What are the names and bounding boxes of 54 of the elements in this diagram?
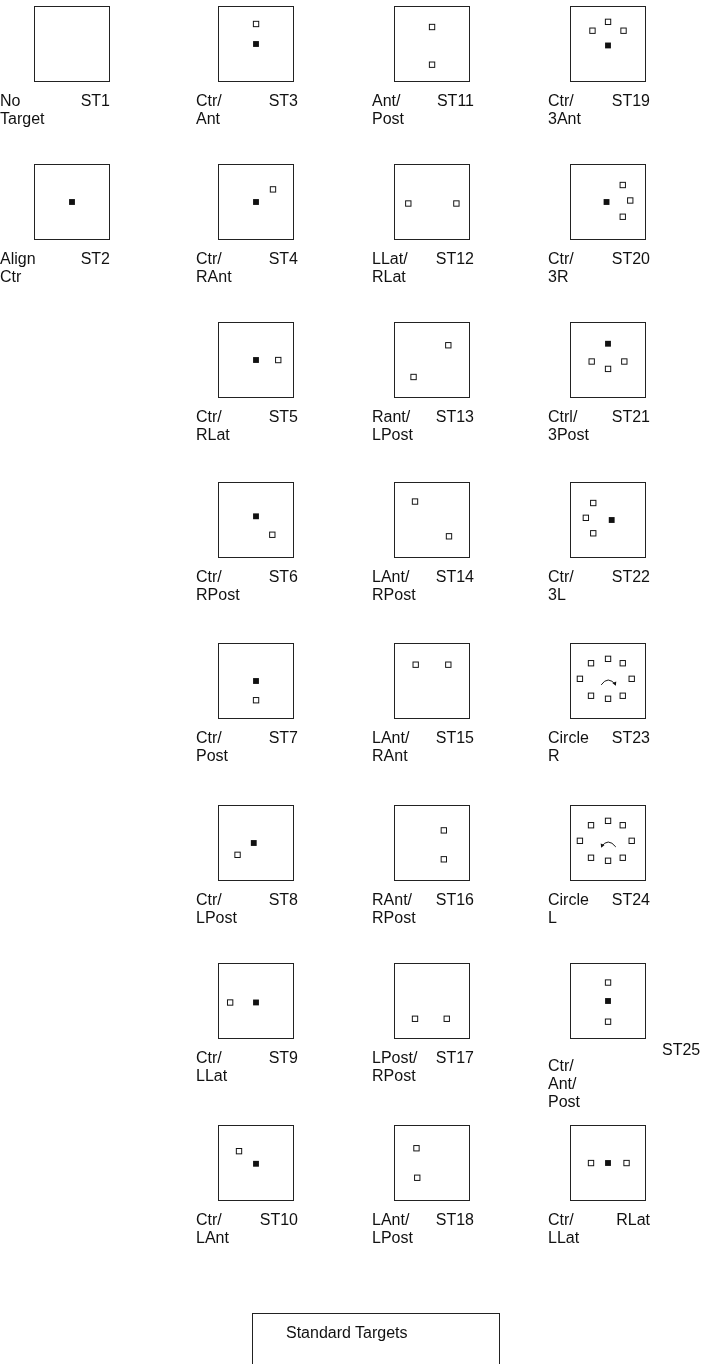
target-code: ST20 [611, 250, 650, 268]
target-code: ST6 [268, 568, 298, 586]
target-code: ST15 [435, 729, 474, 747]
target-code: ST9 [268, 1049, 298, 1067]
target-code: ST10 [259, 1211, 298, 1229]
target-name: Ctr/ LAnt [196, 1211, 229, 1247]
target-name: Ctr/ LPost [196, 891, 237, 927]
target-name: No Target [0, 92, 45, 128]
target-code: ST2 [80, 250, 110, 268]
target-name: Ctr/ 3L [548, 568, 574, 604]
target-code: ST19 [611, 92, 650, 110]
target-code: ST3 [268, 92, 298, 110]
target-name: RAnt/ RPost [372, 891, 416, 927]
target-code: ST14 [435, 568, 474, 586]
target-code: ST12 [435, 250, 474, 268]
target-code: ST23 [611, 729, 650, 747]
target-name: Ctr/ Ant/ Post [548, 1057, 580, 1111]
title-box [252, 1313, 500, 1364]
target-name: Ctr/ 3R [548, 250, 574, 286]
target-name: LPost/ RPost [372, 1049, 418, 1085]
target-code: RLat [616, 1211, 650, 1229]
target-name: Ctr/ 3Ant [548, 92, 581, 128]
target-name: Ant/ Post [372, 92, 404, 128]
target-name: Circle R [548, 729, 589, 765]
target-code: ST25 [662, 1041, 701, 1059]
target-name: LAnt/ RPost [372, 568, 416, 604]
target-name: Ctr/ LLat [196, 1049, 228, 1085]
target-code: ST5 [268, 408, 298, 426]
target-name: Rant/ LPost [372, 408, 413, 444]
target-name: Ctr/ Ant [196, 92, 222, 128]
target-code: ST11 [436, 92, 474, 110]
target-name: LAnt/ RAnt [372, 729, 410, 765]
target-name: LAnt/ LPost [372, 1211, 413, 1247]
target-code: ST22 [611, 568, 650, 586]
target-code: ST4 [268, 250, 298, 268]
target-name: Ctr/ Post [196, 729, 228, 765]
target-code: ST24 [611, 891, 650, 909]
target-code: ST21 [611, 408, 650, 426]
target-name: Ctr/ RLat [196, 408, 230, 444]
target-code: ST17 [435, 1049, 474, 1067]
target-name: Circle L [548, 891, 589, 927]
target-code: ST13 [435, 408, 474, 426]
target-code: ST7 [268, 729, 298, 747]
target-name: Ctr/ RPost [196, 568, 240, 604]
target-name: Align Ctr [0, 250, 36, 286]
target-name: LLat/ RLat [372, 250, 408, 286]
target-name: Ctrl/ 3Post [548, 408, 589, 444]
target-code: ST8 [268, 891, 298, 909]
target-code: ST1 [80, 92, 110, 110]
target-name: Ctr/ LLat [548, 1211, 580, 1247]
title-text: Standard Targets [286, 1324, 408, 1342]
target-code: ST16 [435, 891, 474, 909]
target-name: Ctr/ RAnt [196, 250, 232, 286]
target-code: ST18 [435, 1211, 474, 1229]
